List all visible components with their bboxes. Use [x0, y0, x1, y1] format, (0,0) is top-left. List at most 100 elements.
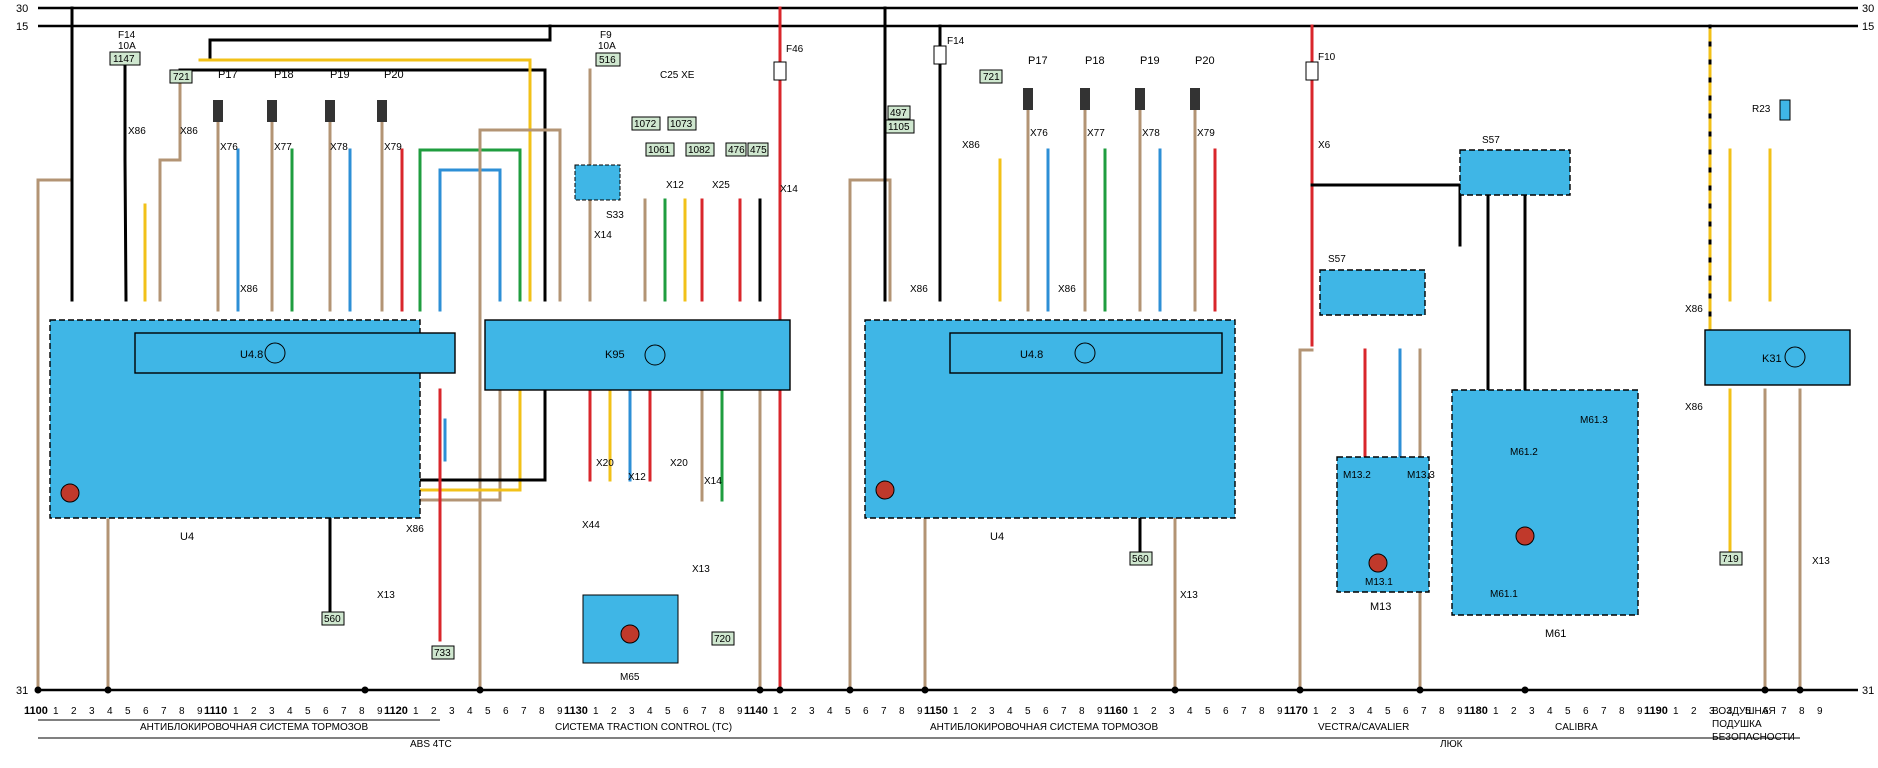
ruler-digit: 4	[1547, 706, 1553, 717]
ruler-major-1110: 1110	[204, 705, 227, 717]
ruler-digit: 6	[1403, 706, 1409, 717]
ruler-digit: 6	[1223, 706, 1229, 717]
footer-abs-left: АНТИБЛОКИРОВОЧНАЯ СИСТЕМА ТОРМОЗОВ	[140, 722, 368, 733]
sensor-p18-left-label: P18	[274, 69, 294, 81]
sensor-p17-left-body	[213, 100, 223, 122]
ruler-digit: 2	[611, 706, 617, 717]
ruler-major-1150: 1150	[924, 705, 948, 717]
reference-1105: 1105	[888, 122, 910, 133]
reference-720: 720	[714, 634, 731, 645]
ruler-digit: 1	[1673, 706, 1679, 717]
ruler-digit: 7	[1061, 706, 1067, 717]
ruler-digit: 4	[1727, 706, 1733, 717]
footer-traction-control: СИСТЕМА TRACTION CONTROL (TC)	[555, 722, 732, 733]
sensor-p19-left-label: P19	[330, 69, 350, 81]
reference-1061: 1061	[648, 145, 671, 156]
reference-476: 476	[728, 145, 745, 156]
ruler-digit: 8	[1439, 706, 1445, 717]
m61-2-label: M61.2	[1510, 447, 1538, 458]
ruler-digit: 9	[1817, 706, 1823, 717]
ruler-digit: 8	[899, 706, 905, 717]
rail-15-label-left: 15	[16, 21, 28, 33]
reference-1082: 1082	[688, 145, 711, 156]
reference-560-left: 560	[324, 614, 341, 625]
footer-labels: АНТИБЛОКИРОВОЧНАЯ СИСТЕМА ТОРМОЗОВ ABS 4…	[38, 706, 1800, 750]
ruler-major-1170: 1170	[1284, 705, 1308, 717]
reference-1072: 1072	[634, 119, 657, 130]
ruler-major-1180: 1180	[1464, 705, 1488, 717]
connector-x76-right: X76	[1030, 128, 1048, 139]
ruler-digit: 7	[341, 706, 347, 717]
u48-left-ground-symbol	[264, 342, 286, 364]
connector-x13-a: X13	[377, 590, 395, 601]
ruler-digit: 5	[1205, 706, 1211, 717]
ruler-digit: 8	[1259, 706, 1265, 717]
rail-30-label-right: 30	[1862, 3, 1874, 15]
connector-x14-c: X14	[704, 476, 722, 487]
ruler-digit: 8	[1799, 706, 1805, 717]
ruler-digit: 5	[1745, 706, 1751, 717]
ruler-digit: 1	[1133, 706, 1139, 717]
ruler-digit: 1	[1493, 706, 1499, 717]
connector-x86-b: X86	[180, 126, 198, 137]
k31-ground-symbol	[1784, 346, 1806, 368]
ruler-major-1120: 1120	[384, 705, 408, 717]
ruler-digit: 8	[179, 706, 185, 717]
ruler-digit: 4	[827, 706, 833, 717]
footer-abs-right: АНТИБЛОКИРОВОЧНАЯ СИСТЕМА ТОРМОЗОВ	[930, 722, 1158, 733]
r23-resistor	[1779, 99, 1791, 121]
connector-x86-a: X86	[128, 126, 146, 137]
ruler-digit: 6	[1583, 706, 1589, 717]
u4-left-label: U4	[180, 531, 194, 543]
ruler-major-1140: 1140	[744, 705, 768, 717]
ruler-digit: 3	[89, 706, 95, 717]
reference-1073: 1073	[670, 119, 693, 130]
reference-475: 475	[750, 145, 767, 156]
m65-motor-icon	[620, 624, 640, 644]
traction-control-module: K95 C25 XE S33 M65	[484, 70, 791, 683]
k31-label: K31	[1762, 353, 1782, 365]
fuse-f14-right-body	[933, 45, 947, 65]
ruler-digit: 2	[71, 706, 77, 717]
connector-x77-left: X77	[274, 142, 292, 153]
connector-x86-k: X86	[1685, 304, 1703, 315]
sensor-p17-left-label: P17	[218, 69, 238, 81]
ruler-digit: 2	[971, 706, 977, 717]
fuse-f14-left-label: F14	[118, 30, 136, 41]
sunroof-section: S57 S57 M13.2 M13.3 M13.1 M13 M61.2 M61.…	[1319, 135, 1639, 640]
ruler-digit: 9	[557, 706, 563, 717]
fuse-f46-body	[773, 61, 787, 81]
wires	[36, 6, 1802, 692]
connector-x86-h: X86	[1058, 284, 1076, 295]
ruler-digit: 4	[107, 706, 113, 717]
s33-switch	[574, 164, 621, 201]
sensor-p18-right-body	[1080, 88, 1090, 110]
m13-1-label: M13.1	[1365, 577, 1393, 588]
s57-a-label: S57	[1328, 254, 1346, 265]
connector-x86-f: X86	[962, 140, 980, 151]
rail-30-label-left: 30	[16, 3, 28, 15]
ruler-digit: 1	[1313, 706, 1319, 717]
ruler-digit: 6	[143, 706, 149, 717]
ruler-digit: 9	[377, 706, 383, 717]
ruler-digit: 3	[1169, 706, 1175, 717]
reference-721-right: 721	[983, 72, 1000, 83]
connector-x20-b: X20	[670, 458, 688, 469]
footer-vectra-cavalier: VECTRA/CAVALIER	[1318, 722, 1409, 733]
ruler-digit: 8	[539, 706, 545, 717]
sensor-p20-left-label: P20	[384, 69, 404, 81]
connector-x14-b: X14	[780, 184, 798, 195]
connector-x86-l: X86	[1685, 402, 1703, 413]
rail-15-label-right: 15	[1862, 21, 1874, 33]
ruler-major-1190: 1190	[1644, 705, 1668, 717]
connector-x12-bottom: X12	[628, 472, 646, 483]
ruler-digit: 5	[125, 706, 131, 717]
ruler-digit: 1	[953, 706, 959, 717]
ruler-digit: 6	[323, 706, 329, 717]
ruler-digit: 1	[233, 706, 239, 717]
footer-sunroof: ЛЮК	[1440, 739, 1463, 750]
ruler-digit: 7	[1781, 706, 1787, 717]
ruler-digit: 7	[1241, 706, 1247, 717]
connector-x76-left: X76	[220, 142, 238, 153]
connector-x78-right: X78	[1142, 128, 1160, 139]
